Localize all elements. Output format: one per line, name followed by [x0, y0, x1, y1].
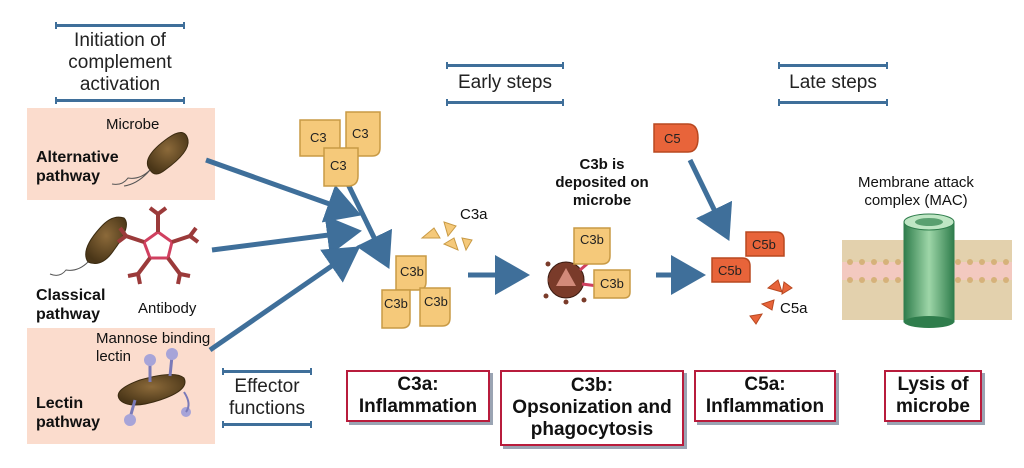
effect-c5a-box: C5a: Inflammation — [694, 370, 836, 422]
alternative-microbe — [111, 132, 189, 187]
c5-label: C5 — [664, 131, 681, 146]
arrow-lectin — [208, 246, 361, 353]
header-early: Early steps — [446, 62, 564, 106]
header-effector: Effector functions — [222, 368, 312, 428]
c3b-label-5: C3b — [600, 276, 624, 291]
effect-lysis-text: Lysis of microbe — [896, 374, 970, 417]
antibody-figure — [116, 206, 200, 285]
c3b-label-3: C3b — [424, 294, 448, 309]
mac-membrane — [842, 213, 1012, 328]
classical-pathway-label: Classical pathway — [36, 287, 106, 323]
header-effector-text: Effector functions — [228, 376, 306, 419]
antibody-label: Antibody — [138, 300, 197, 317]
effect-c3b-text: C3b: Opsonization and phagocytosis — [512, 375, 672, 440]
lectin-pathway-label: Lectin pathway — [36, 395, 101, 431]
header-early-text: Early steps — [458, 72, 552, 93]
effect-c3b-box: C3b: Opsonization and phagocytosis — [500, 370, 684, 446]
arrow-alternative — [205, 157, 362, 223]
header-initiation: Initiation of complement activation — [55, 22, 185, 104]
header-late-text: Late steps — [789, 72, 877, 93]
c3-label-3: C3 — [330, 158, 347, 173]
c3a-label: C3a — [460, 206, 488, 223]
effect-c3a-text: C3a: Inflammation — [358, 374, 478, 417]
c3-label-2: C3 — [352, 126, 369, 141]
opsonized-microbe — [543, 227, 631, 305]
c5a-fragments — [749, 279, 793, 325]
arrow-classical — [211, 215, 362, 256]
arrow-c5-down — [687, 158, 733, 241]
alternative-pathway-label: Alternative pathway — [36, 149, 119, 185]
c3b-molecules — [381, 255, 451, 329]
microbe-label: Microbe — [106, 116, 160, 133]
alternative-pathway-panel — [27, 108, 215, 200]
effect-lysis-box: Lysis of microbe — [884, 370, 982, 422]
lectin-microbe — [117, 348, 191, 426]
effect-c5a-text: C5a: Inflammation — [705, 374, 825, 417]
pathway-arrows — [205, 157, 733, 353]
mannose-binding-lectin-label: Mannose binding lectin — [96, 330, 211, 365]
c3-molecules — [299, 111, 381, 187]
c3b-label-2: C3b — [384, 296, 408, 311]
c3b-label-1: C3b — [400, 264, 424, 279]
c5a-label: C5a — [780, 300, 808, 317]
c5b-label-1: C5b — [752, 237, 776, 252]
c3a-fragments — [420, 221, 473, 252]
c5b-molecules — [711, 231, 785, 283]
classical-microbe — [49, 216, 127, 276]
c5-molecule — [653, 123, 699, 153]
effect-c3a-box: C3a: Inflammation — [346, 370, 490, 422]
c3-label-1: C3 — [310, 130, 327, 145]
c3b-deposited-label: C3b is deposited on microbe — [555, 156, 649, 209]
c3b-label-4: C3b — [580, 232, 604, 247]
header-late: Late steps — [778, 62, 888, 106]
arrow-c3-down — [342, 176, 393, 269]
header-initiation-text: Initiation of complement activation — [68, 30, 172, 95]
mac-label: Membrane attack complex (MAC) — [858, 174, 974, 209]
c5b-label-2: C5b — [718, 263, 742, 278]
